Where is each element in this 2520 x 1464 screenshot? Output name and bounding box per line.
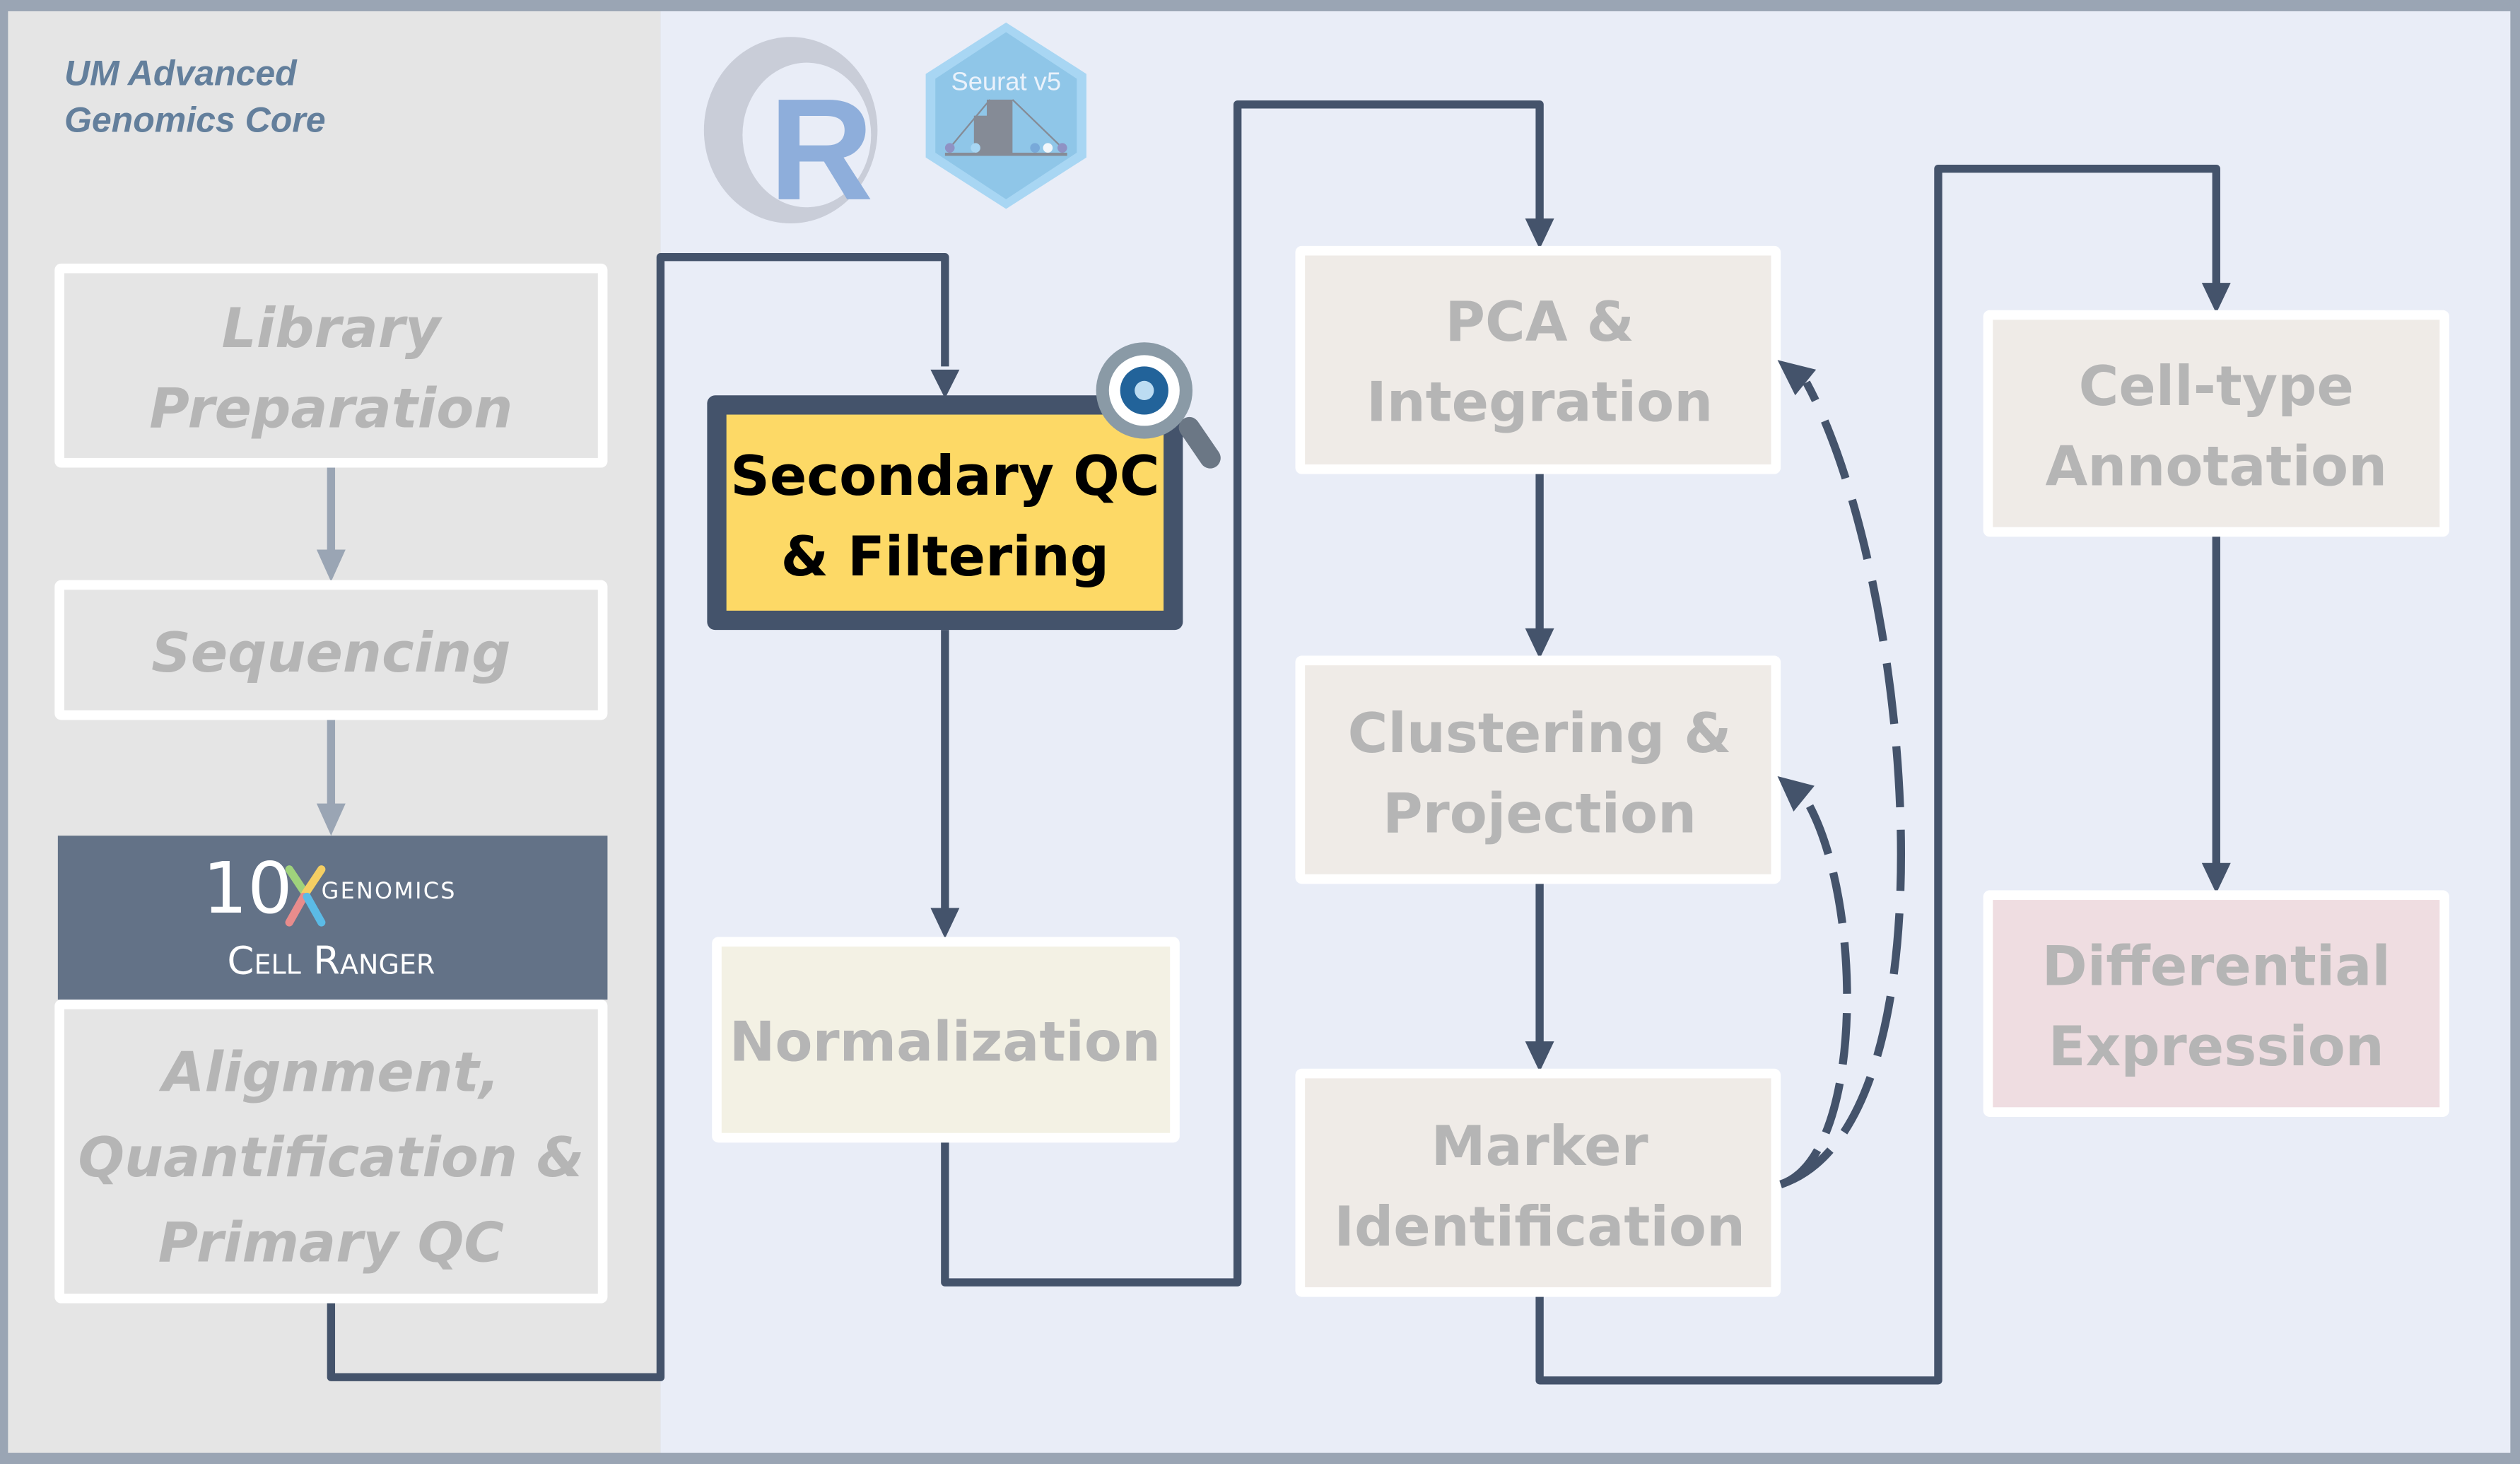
org-name-line2: Genomics Core <box>64 100 326 139</box>
feedback-marker-to-pca <box>1777 360 1905 1188</box>
arrowhead <box>1525 218 1554 250</box>
bridge-icon <box>944 99 1067 156</box>
step-label-line1: Alignment, <box>158 1041 500 1105</box>
arrow-pca-to-clustering <box>1525 474 1554 660</box>
cellranger-label: Cell Ranger <box>227 938 435 983</box>
step-marker-identification[interactable]: Marker Identification <box>1295 1068 1781 1297</box>
cellranger-banner: 10 GENOMICS Cell Ranger <box>57 836 608 1000</box>
step-secondary-qc-filtering[interactable]: Secondary QC & Filtering <box>707 395 1183 631</box>
step-differential-expression[interactable]: Differential Expression <box>1983 890 2449 1117</box>
step-label-line2: Projection <box>1383 783 1696 846</box>
tenx-logo-word: GENOMICS <box>322 877 457 904</box>
step-label-line1: Library <box>221 297 443 361</box>
r-logo-icon: R <box>703 37 878 230</box>
step-label-line2: Preparation <box>149 377 512 441</box>
step-label-line1: PCA & <box>1445 291 1634 354</box>
step-cell-type-annotation[interactable]: Cell-type Annotation <box>1983 310 2449 537</box>
step-label-line2: Annotation <box>2045 435 2387 499</box>
arrow-celltype-to-differential <box>2201 537 2231 894</box>
step-label-line3: Primary QC <box>158 1212 504 1275</box>
org-name-line1: UM Advanced <box>64 53 298 93</box>
connector-alignment-to-secondary-qc <box>327 253 949 1381</box>
tenx-x-icon <box>285 865 326 927</box>
magnifier-icon <box>1096 342 1221 469</box>
step-label-line2: & Filtering <box>781 525 1109 589</box>
feedback-marker-to-clustering <box>1777 776 1851 1188</box>
r-logo-letter: R <box>769 69 874 230</box>
arrowhead <box>2201 283 2231 314</box>
arrow-libprep-to-sequencing <box>316 467 346 582</box>
step-label-line2: Identification <box>1334 1195 1745 1259</box>
seurat-badge-icon: Seurat v5 <box>925 22 1086 209</box>
step-label-line1: Secondary QC <box>730 445 1159 508</box>
step-normalization[interactable]: Normalization <box>712 937 1180 1143</box>
step-label-line1: Marker <box>1431 1115 1648 1178</box>
step-label-line1: Normalization <box>729 1010 1161 1074</box>
step-label-line2: Expression <box>2049 1015 2384 1079</box>
step-library-preparation[interactable]: Library Preparation <box>54 263 608 468</box>
connector-normalization-to-pca <box>941 100 1544 1287</box>
step-label-line1: Cell-type <box>2079 355 2354 418</box>
tenx-logo-number: 10 <box>202 847 292 930</box>
step-label-line1: Sequencing <box>151 621 511 685</box>
arrow-clustering-to-marker <box>1525 884 1554 1072</box>
step-label-line2: Integration <box>1366 371 1713 435</box>
step-label-line1: Clustering & <box>1348 702 1732 766</box>
arrow-secondary-qc-to-normalization <box>930 630 960 939</box>
step-clustering-projection[interactable]: Clustering & Projection <box>1295 655 1781 884</box>
step-label-line1: Differential <box>2042 935 2391 999</box>
seurat-badge-label: Seurat v5 <box>951 66 1061 95</box>
step-alignment-quantification-primary-qc[interactable]: Alignment, Quantification & Primary QC <box>54 1000 608 1304</box>
step-pca-integration[interactable]: PCA & Integration <box>1295 245 1781 474</box>
connector-marker-to-celltype <box>1535 165 2220 1385</box>
arrow-sequencing-to-cellranger <box>316 720 346 836</box>
step-sequencing[interactable]: Sequencing <box>54 580 608 720</box>
step-label-line2: Quantification & <box>78 1126 584 1190</box>
arrowhead <box>930 369 960 399</box>
